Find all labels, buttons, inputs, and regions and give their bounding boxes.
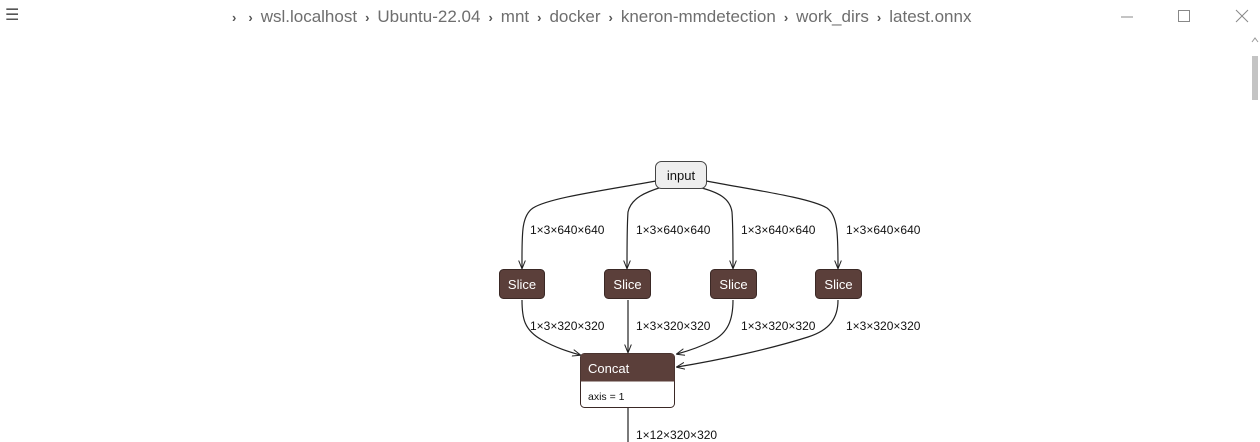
edge-label-input-slice-1: 1×3×640×640 (530, 223, 605, 237)
title-bar: ☰ › › wsl.localhost › Ubuntu-22.04 › mnt… (0, 0, 1260, 34)
vertical-scrollbar[interactable] (1250, 34, 1260, 442)
edge-label-slice-1-concat: 1×3×320×320 (530, 319, 605, 333)
chevron-right-icon: › (248, 9, 253, 25)
graph-node-slice-1-label: Slice (508, 277, 536, 292)
breadcrumb-item-kneron[interactable]: kneron-mmdetection (620, 7, 776, 26)
graph-edge-input-slice-4[interactable] (705, 180, 838, 268)
edge-label-slice-2-concat: 1×3×320×320 (636, 319, 711, 333)
edge-label-input-slice-3: 1×3×640×640 (741, 223, 816, 237)
breadcrumb-item-ubuntu[interactable]: Ubuntu-22.04 (377, 7, 481, 26)
graph-node-concat-label: Concat (588, 361, 630, 376)
maximize-button[interactable] (1171, 4, 1197, 28)
edge-label-concat-output: 1×12×320×320 (636, 428, 717, 442)
scroll-up-icon[interactable] (1251, 36, 1259, 44)
graph-node-slice-2-label: Slice (613, 277, 641, 292)
graph-node-input[interactable]: input (655, 161, 707, 189)
graph-edge-input-slice-2[interactable] (627, 186, 663, 268)
graph-node-concat[interactable]: Concat axis = 1 (580, 353, 675, 408)
edge-label-input-slice-4: 1×3×640×640 (846, 223, 921, 237)
menu-icon[interactable]: ☰ (5, 7, 20, 24)
breadcrumb-item-file[interactable]: latest.onnx (889, 7, 972, 26)
graph-node-slice-3[interactable]: Slice (710, 269, 757, 299)
chevron-right-icon: › (365, 9, 370, 25)
breadcrumb-item-mnt[interactable]: mnt (500, 7, 530, 26)
graph-edge-slice-1-concat[interactable] (521, 299, 580, 355)
graph-node-slice-4[interactable]: Slice (815, 269, 862, 299)
scroll-thumb[interactable] (1252, 56, 1258, 100)
maximize-icon (1178, 10, 1190, 22)
minimize-button[interactable] (1114, 4, 1140, 28)
chevron-right-icon: › (608, 9, 613, 25)
graph-edge-slice-4-concat[interactable] (677, 299, 839, 367)
breadcrumb-item-workdirs[interactable]: work_dirs (796, 7, 869, 26)
minimize-icon (1121, 16, 1133, 18)
graph-node-slice-2[interactable]: Slice (604, 269, 651, 299)
breadcrumb-item-wsl[interactable]: wsl.localhost (260, 7, 358, 26)
breadcrumb: › › wsl.localhost › Ubuntu-22.04 › mnt ›… (228, 6, 971, 28)
chevron-right-icon: › (783, 9, 789, 25)
chevron-right-icon: › (232, 9, 237, 25)
edge-label-slice-3-concat: 1×3×320×320 (741, 319, 816, 333)
graph-edge-slice-3-concat[interactable] (677, 299, 734, 354)
graph-node-concat-attribute: axis = 1 (588, 391, 625, 403)
graph-node-slice-4-label: Slice (824, 277, 852, 292)
close-icon (1235, 9, 1249, 23)
chevron-right-icon: › (876, 9, 882, 25)
graph-node-slice-3-label: Slice (719, 277, 747, 292)
close-button[interactable] (1229, 4, 1255, 28)
graph-edge-input-slice-1[interactable] (522, 180, 657, 268)
edge-label-input-slice-2: 1×3×640×640 (636, 223, 711, 237)
graph-node-input-label: input (667, 168, 696, 183)
graph-node-slice-1[interactable]: Slice (499, 269, 545, 299)
edge-label-slice-4-concat: 1×3×320×320 (846, 319, 921, 333)
chevron-right-icon: › (537, 9, 542, 25)
graph-edge-input-slice-3[interactable] (697, 186, 733, 268)
breadcrumb-item-docker[interactable]: docker (549, 7, 601, 26)
chevron-right-icon: › (488, 9, 493, 25)
